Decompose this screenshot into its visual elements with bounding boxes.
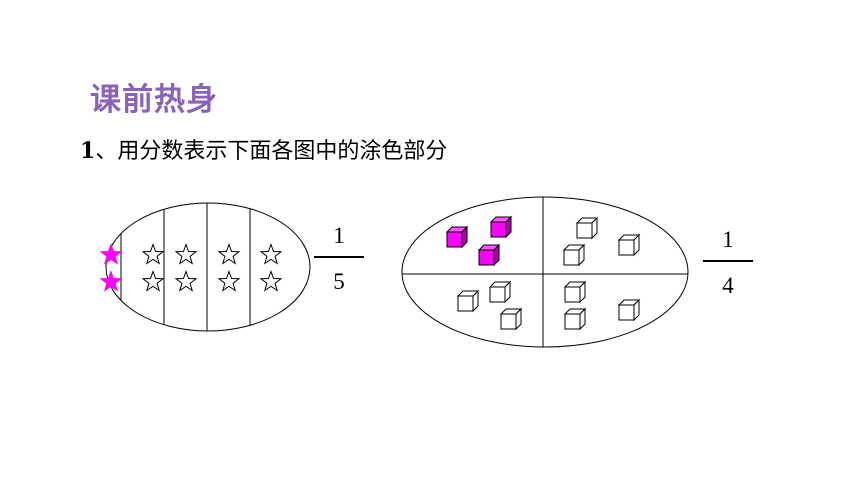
cube [563, 280, 587, 304]
star [259, 243, 283, 265]
shaded-star [99, 243, 123, 265]
cube-answer-denominator: 4 [722, 273, 734, 298]
star [217, 243, 241, 265]
cube-answer-fraction-bar [703, 260, 753, 262]
star [141, 270, 165, 292]
star-figure [99, 202, 311, 332]
section-heading: 课前热身 [90, 82, 218, 118]
shaded-cube [477, 243, 501, 267]
star-figure-outline [105, 202, 311, 332]
shaded-cube [489, 215, 513, 239]
star [174, 243, 198, 265]
cubes-layer [445, 215, 641, 331]
cube-answer-numerator: 1 [722, 227, 734, 252]
cube [488, 280, 512, 304]
star [141, 243, 165, 265]
cube [617, 298, 641, 322]
star [217, 270, 241, 292]
cube [575, 216, 599, 240]
question-prompt: 1、用分数表示下面各图中的涂色部分 [80, 133, 447, 165]
star-answer-fraction: 1 5 [314, 222, 364, 296]
cube-figure [401, 196, 689, 348]
cube [562, 243, 586, 267]
cube-figure-dividers [402, 197, 688, 347]
star-answer-fraction-bar [314, 256, 364, 258]
star [259, 270, 283, 292]
question-text: 、用分数表示下面各图中的涂色部分 [95, 139, 448, 164]
star-answer-numerator: 1 [333, 223, 345, 248]
stars-layer [99, 243, 283, 292]
star-answer-denominator: 5 [333, 269, 345, 294]
question-number: 1 [80, 138, 96, 164]
cube-answer-fraction: 1 4 [703, 226, 753, 300]
cube [563, 307, 587, 331]
star [174, 270, 198, 292]
cube [617, 233, 641, 257]
cube [499, 307, 523, 331]
cube-figure-outline [401, 196, 689, 348]
cube [456, 289, 480, 313]
shaded-cube [445, 225, 469, 249]
shaded-star [99, 270, 123, 292]
